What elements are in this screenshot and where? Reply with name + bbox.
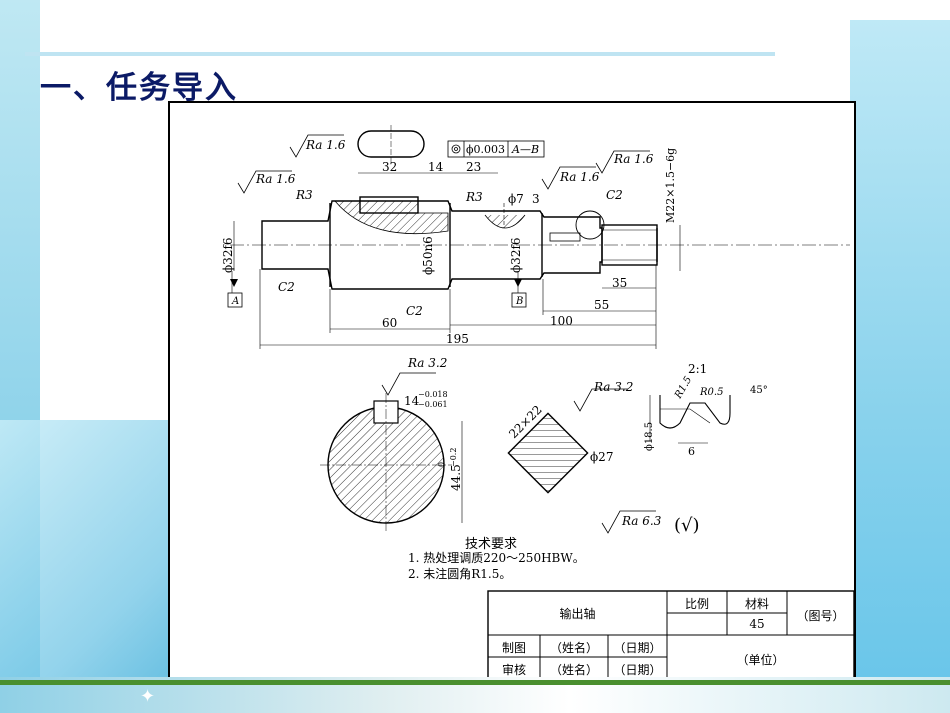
engineering-drawing: Ra 1.6 Ra 1.6 Ra 1.6 Ra 1.6 R3 R3 C2 C2 … — [168, 101, 856, 681]
thread-label: M22×1.5−6g — [664, 148, 677, 223]
sparkle-icon: ✦ — [140, 686, 156, 707]
tech-requirement-1: 1. 热处理调质220～250HBW。 — [408, 551, 585, 565]
title-block-material-value: 45 — [749, 617, 765, 631]
title-block-drawn-date: （日期） — [613, 641, 662, 655]
dim-445-tol-lo: −0.2 — [449, 448, 458, 467]
phi50n6-label: ϕ50n6 — [421, 236, 435, 275]
square-section-view — [507, 412, 589, 494]
tolerance-value-label: ϕ0.003 — [466, 143, 505, 156]
angle45-label: 45° — [750, 385, 768, 396]
dim-195-label: 195 — [446, 332, 469, 346]
ra32-b-label: Ra 3.2 — [593, 380, 633, 394]
background-right-decoration — [850, 20, 950, 680]
key14-tol-up: −0.018 — [418, 390, 448, 399]
ra16-top-label: Ra 1.6 — [305, 138, 346, 152]
title-block-drawing-no: （图号） — [796, 609, 845, 623]
dimension-lines — [231, 172, 681, 349]
ra16-right-label: Ra 1.6 — [613, 152, 654, 166]
key14-tol-lo: −0.061 — [418, 400, 448, 409]
r15-label: R1.5 — [673, 375, 695, 402]
c2-left-label: C2 — [278, 280, 295, 294]
ra63-label: Ra 6.3 — [621, 514, 662, 528]
dim-100-label: 100 — [550, 314, 573, 328]
phi7-label: ϕ7 — [508, 192, 524, 206]
background-building-decoration — [0, 420, 170, 690]
shaft-drawing-svg: Ra 1.6 Ra 1.6 Ra 1.6 Ra 1.6 R3 R3 C2 C2 … — [221, 125, 855, 680]
title-block-unit: （单位） — [736, 653, 785, 667]
title-block-checked-label: 审核 — [501, 663, 526, 677]
detail-view — [649, 395, 731, 444]
r3-mid-label: R3 — [465, 190, 483, 204]
datum-markers — [227, 279, 527, 308]
dim-445-label: 44.5 — [449, 464, 463, 491]
phi32f6-label: ϕ32f6 — [221, 237, 235, 273]
shaft-outline — [230, 125, 850, 290]
ra16-left-label: Ra 1.6 — [255, 172, 296, 186]
key14-label: 14 — [404, 394, 420, 408]
key-section-view — [320, 393, 463, 531]
dim-60-label: 60 — [382, 316, 397, 330]
r05-label: R0.5 — [699, 387, 723, 398]
c2-right-label: C2 — [606, 188, 623, 202]
title-block-checked-date: （日期） — [613, 663, 662, 677]
dim-6-label: 6 — [688, 445, 695, 458]
dim-14-label: 14 — [428, 160, 444, 174]
tech-requirements-title: 技术要求 — [465, 537, 518, 552]
phi185-label: ϕ18.5 — [644, 422, 655, 451]
ra16-mid-label: Ra 1.6 — [559, 170, 600, 184]
depth3-label: 3 — [532, 192, 540, 206]
phi32f6b-label: ϕ32f6 — [509, 237, 523, 273]
tech-requirement-2: 2. 未注圆角R1.5。 — [408, 567, 512, 581]
title-block-part-name: 输出轴 — [559, 607, 596, 621]
footer-green-line — [0, 680, 950, 685]
c2-mid-label: C2 — [406, 304, 423, 318]
datum-a-label: A — [231, 296, 239, 307]
dim-55-label: 55 — [594, 298, 609, 312]
dim-23-label: 23 — [466, 160, 481, 174]
title-block-material-label: 材料 — [744, 597, 769, 611]
dim-32-label: 32 — [382, 160, 397, 174]
ra32-a-label: Ra 3.2 — [407, 356, 447, 370]
tolerance-frame — [447, 140, 545, 158]
tolerance-datum-label: A—B — [511, 143, 539, 156]
slide-title: 一、任务导入 — [40, 70, 238, 106]
datum-b-label: B — [515, 296, 523, 307]
check-label: (√) — [674, 515, 700, 536]
drawing-labels: Ra 1.6 Ra 1.6 Ra 1.6 Ra 1.6 R3 R3 C2 C2 … — [221, 138, 768, 536]
roughness-symbols — [237, 134, 656, 534]
r3-left-label: R3 — [295, 188, 313, 202]
scale-21-label: 2:1 — [688, 362, 707, 376]
title-block-drawn-name: （姓名） — [549, 641, 598, 655]
phi27-label: ϕ27 — [590, 450, 613, 464]
title-block-checked-name: （姓名） — [549, 663, 598, 677]
header-rule — [25, 52, 775, 56]
dim-35-label: 35 — [612, 276, 627, 290]
dim-445-tol-up: 0 — [437, 462, 446, 467]
title-block-drawn-label: 制图 — [501, 641, 526, 655]
title-block-scale-label: 比例 — [684, 597, 709, 611]
